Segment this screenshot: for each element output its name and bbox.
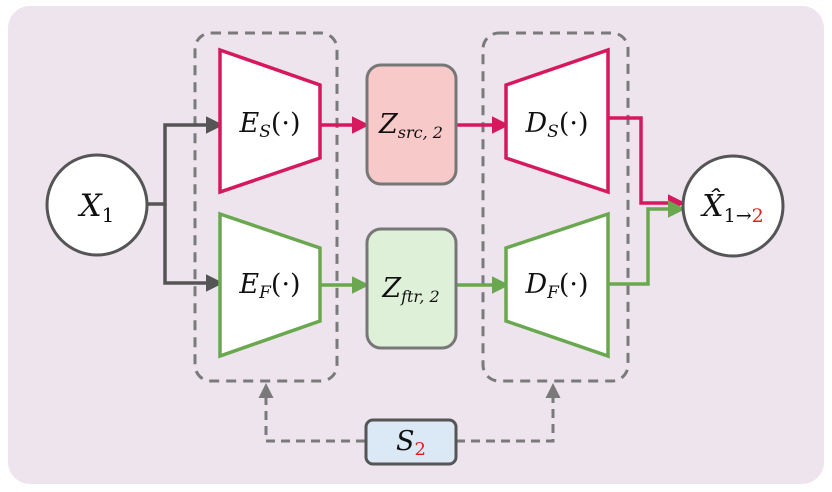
input-node: X1 (45, 153, 149, 257)
svg-text:DF(·): DF(·) (524, 269, 588, 303)
feature-decoder-subscript: F (546, 283, 560, 303)
feature-latent-symbol: Z (381, 273, 402, 304)
source-decoder-arg: (·) (559, 108, 589, 139)
svg-text:X̂1→2: X̂1→2 (700, 189, 763, 227)
svg-text:Zftr, 2: Zftr, 2 (381, 273, 439, 306)
svg-text:EF(·): EF(·) (238, 269, 300, 303)
feature-encoder-arg: (·) (271, 269, 301, 300)
condition-subscript: 2 (415, 439, 426, 460)
source-latent-box: Zsrc, 2 (365, 63, 458, 186)
svg-text:Zsrc, 2: Zsrc, 2 (378, 109, 443, 142)
feature-latent-box: Zftr, 2 (365, 227, 458, 350)
source-latent-subscript: src, 2 (398, 123, 443, 142)
feature-encoder: EF(·) (218, 211, 322, 359)
source-decoder-subscript: S (547, 122, 559, 142)
output-node: X̂1→2 (681, 154, 785, 258)
input-split-connector (148, 116, 224, 206)
output-target: 2 (752, 205, 764, 227)
feature-decoder-arg: (·) (559, 269, 589, 300)
source-encoder: ES(·) (218, 47, 322, 195)
condition-to-decoder-arrow (456, 383, 561, 443)
condition-box: S2 (364, 418, 458, 466)
feature-decoder: DF(·) (504, 211, 610, 359)
svg-text:DS(·): DS(·) (525, 108, 589, 142)
output-symbol: X̂ (700, 189, 725, 224)
feature-encoder-symbol: E (238, 269, 259, 300)
feature-encoder-subscript: F (258, 283, 272, 303)
source-encoder-symbol: E (238, 108, 259, 139)
decoder-group-box (481, 31, 630, 383)
feature-decoder-to-output-arrow (608, 200, 686, 286)
input-subscript: 1 (102, 203, 115, 227)
input-symbol: X (78, 188, 104, 224)
feature-latent-subscript: ftr, 2 (400, 287, 440, 306)
encoder-group-box (193, 31, 339, 383)
input-split-connector-lower (163, 204, 224, 292)
output-subscript: 1→ (724, 205, 752, 227)
source-latent-symbol: Z (378, 109, 399, 140)
svg-text:X1: X1 (78, 188, 115, 227)
feature-decoder-symbol: D (524, 269, 547, 300)
source-decoder-symbol: D (525, 108, 548, 139)
source-decoder: DS(·) (504, 47, 610, 195)
svg-text:ES(·): ES(·) (238, 108, 300, 142)
source-decoder-to-output-arrow (608, 116, 686, 212)
condition-to-encoder-arrow (258, 383, 365, 443)
source-encoder-arg: (·) (271, 108, 301, 139)
svg-text:S2: S2 (396, 426, 426, 460)
source-encoder-subscript: S (259, 122, 271, 142)
condition-symbol: S (396, 426, 415, 457)
